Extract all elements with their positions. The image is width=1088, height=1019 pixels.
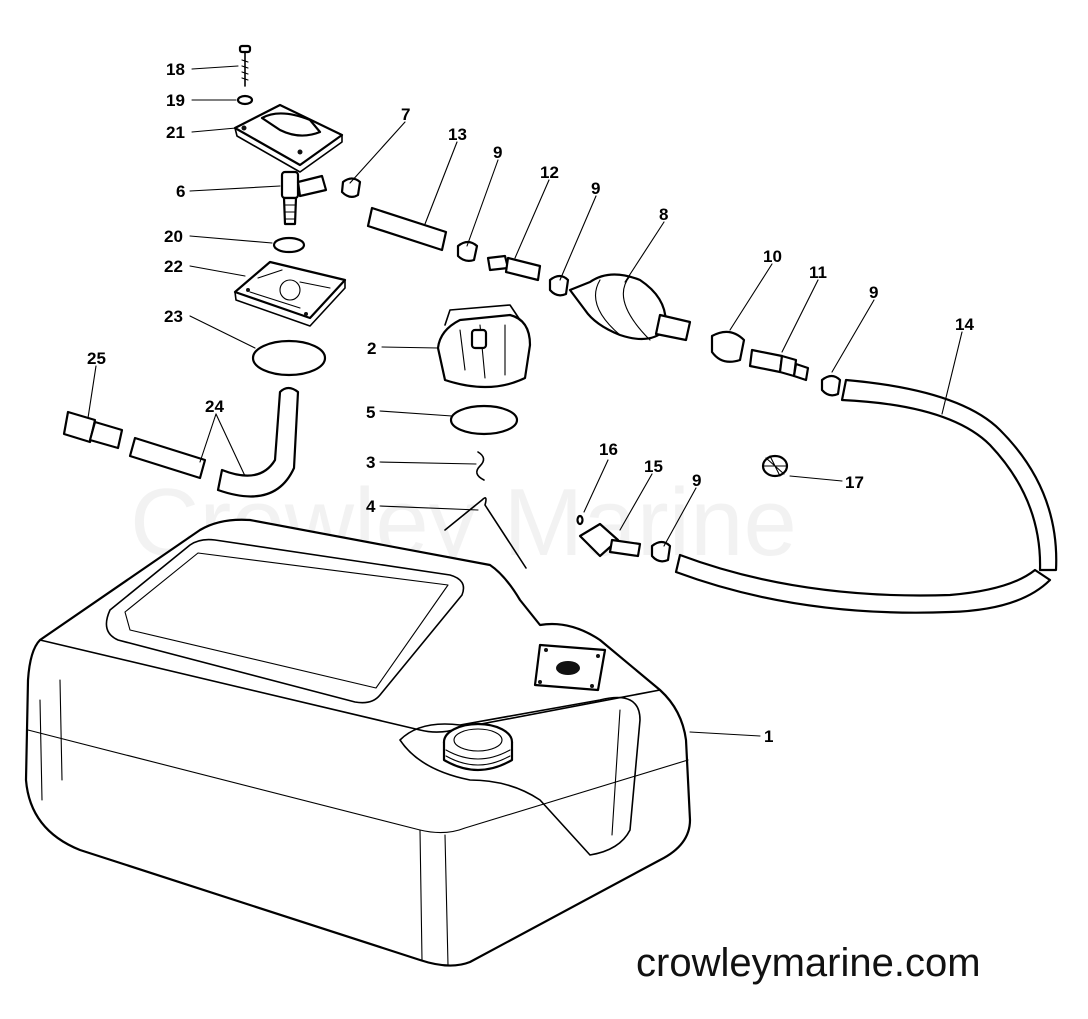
clamp-7	[340, 177, 362, 199]
callout-3: 3	[366, 453, 375, 472]
callout-9-d: 9	[692, 471, 701, 490]
callout-18: 18	[166, 60, 185, 79]
callout-24: 24	[205, 397, 224, 416]
hose-14	[840, 378, 1058, 572]
gasket-5	[449, 404, 519, 436]
callout-11: 11	[809, 263, 827, 282]
hose-24	[128, 386, 300, 498]
fuel-tank	[24, 518, 692, 967]
callout-10: 10	[763, 247, 782, 266]
callout-7: 7	[401, 105, 410, 124]
pickup-base-22	[233, 260, 347, 327]
callout-15: 15	[644, 457, 663, 476]
o-ring-16	[576, 514, 584, 526]
callout-23: 23	[164, 307, 183, 326]
connector-12	[486, 254, 542, 282]
callout-17: 17	[845, 473, 864, 492]
callout-21: 21	[166, 123, 185, 142]
screw-18	[238, 44, 252, 87]
callout-5: 5	[366, 403, 375, 422]
washer-19	[236, 94, 254, 106]
filter-25	[62, 410, 124, 450]
callout-25: 25	[87, 349, 106, 368]
connector-15	[578, 522, 642, 558]
clamp-9-a	[456, 240, 479, 262]
callout-13: 13	[448, 125, 467, 144]
clamp-9-c	[820, 374, 842, 397]
cover-plate-21	[233, 103, 344, 173]
callout-9-a: 9	[493, 143, 502, 162]
clip-3	[476, 451, 485, 481]
gasket-23	[251, 339, 327, 377]
callout-2: 2	[367, 339, 376, 358]
check-valve-11	[748, 348, 810, 382]
fitting-6	[280, 170, 328, 226]
leader-lines	[87, 65, 963, 737]
callout-14: 14	[955, 315, 974, 334]
hose-clamp-17	[761, 454, 789, 478]
website-url: crowleymarine.com	[636, 941, 981, 985]
callout-4: 4	[366, 497, 376, 516]
tube-13	[366, 206, 448, 252]
callout-16: 16	[599, 440, 618, 459]
callout-8: 8	[659, 205, 668, 224]
wire-4	[444, 497, 527, 569]
callout-12: 12	[540, 163, 559, 182]
hose-14-lower	[674, 553, 1052, 614]
callout-1: 1	[764, 727, 773, 746]
callout-6: 6	[176, 182, 185, 201]
clamp-9-d	[650, 540, 672, 563]
callout-20: 20	[164, 227, 183, 246]
callout-labels: 18 19 21 6 20 22 23 2 5 3 4 7 13 9 12 9 …	[87, 60, 974, 746]
callout-19: 19	[166, 91, 185, 110]
vent-cap-2	[436, 304, 532, 389]
callout-9-c: 9	[869, 283, 878, 302]
callout-9-b: 9	[591, 179, 600, 198]
clamp-9-b	[548, 274, 570, 297]
collar-10	[710, 330, 746, 363]
callout-22: 22	[164, 257, 183, 276]
primer-bulb-8	[568, 273, 692, 342]
o-ring-20	[272, 236, 306, 254]
